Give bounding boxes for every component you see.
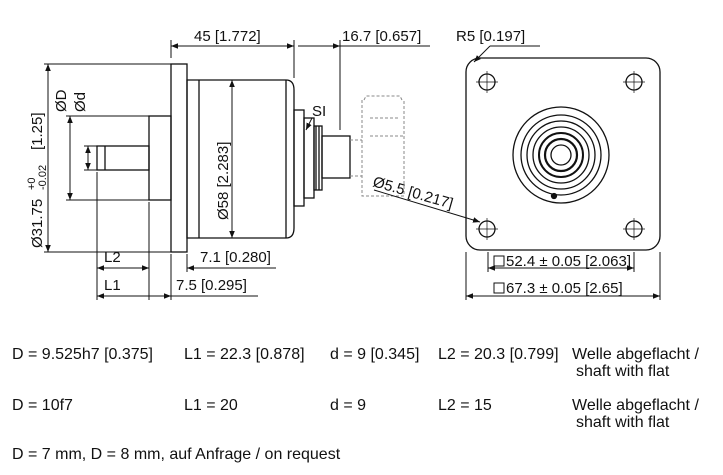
spec-row2-D: D = 10f7: [12, 397, 73, 414]
spec-row2-note-line2: shaft with flat: [576, 414, 670, 431]
dim-connector-label: SI: [312, 103, 326, 120]
encoder-technical-drawing: 45 [1.772] 16.7 [0.657] R5 [0.197] SI ØD…: [26, 28, 661, 300]
dim-flange-offset-1: 7.1 [0.280]: [200, 249, 271, 266]
dim-bore-outer: ØD: [53, 89, 70, 112]
dim-shaft-dia-tol-upper: +0: [26, 177, 38, 190]
mating-plug-outline: [350, 95, 405, 197]
side-view: [96, 63, 351, 253]
spec-footnote: D = 7 mm, D = 8 mm, auf Anfrage / on req…: [12, 446, 341, 463]
dim-shaft-dia-tol-lower: -0.02: [37, 165, 49, 190]
dim-square-outer: 67.3 ± 0.05 [2.65]: [506, 280, 623, 297]
spec-row1-L2: L2 = 20.3 [0.799]: [438, 346, 559, 363]
connector-plug: [321, 135, 351, 179]
dim-connector-length: 16.7 [0.657]: [342, 28, 421, 45]
spec-row1-note-line1: Welle abgeflacht /: [572, 346, 699, 363]
connector-base: [293, 109, 305, 207]
dim-corner-radius: R5 [0.197]: [456, 28, 525, 45]
dim-bore-inner: Ød: [72, 92, 89, 112]
spec-row1-note: Welle abgeflacht / shaft with flat: [572, 346, 699, 380]
spec-row2-note: Welle abgeflacht / shaft with flat: [572, 397, 699, 431]
dim-shaft-diameter: Ø31.75 +0 -0.02 [1.25]: [26, 112, 49, 248]
spec-row2-d: d = 9: [330, 397, 367, 414]
front-view: [465, 57, 661, 251]
dim-hole-diameter: Ø5.5 [0.217]: [371, 174, 455, 213]
dim-shaft-l1: L1: [104, 277, 121, 294]
spec-row2-L2: L2 = 15: [438, 397, 492, 414]
square-flange: [465, 57, 661, 251]
dim-body-length: 45 [1.772]: [194, 28, 261, 45]
dim-shaft-dia-main: Ø31.75: [29, 199, 46, 248]
spec-row1-L1: L1 = 22.3 [0.878]: [184, 346, 305, 363]
dim-housing-diameter: Ø58 [2.283]: [215, 142, 232, 220]
front-hub: [512, 106, 610, 204]
spec-row1-note-line2: shaft with flat: [576, 363, 670, 380]
dim-shaft-l2: L2: [104, 249, 121, 266]
shaft-hub: [148, 115, 172, 201]
spec-row2-L1: L1 = 20: [184, 397, 238, 414]
dim-flange-offset-2: 7.5 [0.295]: [176, 277, 247, 294]
mounting-holes: [476, 71, 645, 240]
spec-row2-note-line1: Welle abgeflacht /: [572, 397, 699, 414]
spec-row1-D: D = 9.525h7 [0.375]: [12, 346, 153, 363]
spec-row1-d: d = 9 [0.345]: [330, 346, 420, 363]
dim-square-inner: 52.4 ± 0.05 [2.063]: [506, 253, 631, 270]
dim-shaft-dia-inch: [1.25]: [29, 112, 46, 150]
encoder-housing: [186, 79, 295, 239]
mounting-flange: [170, 63, 188, 253]
